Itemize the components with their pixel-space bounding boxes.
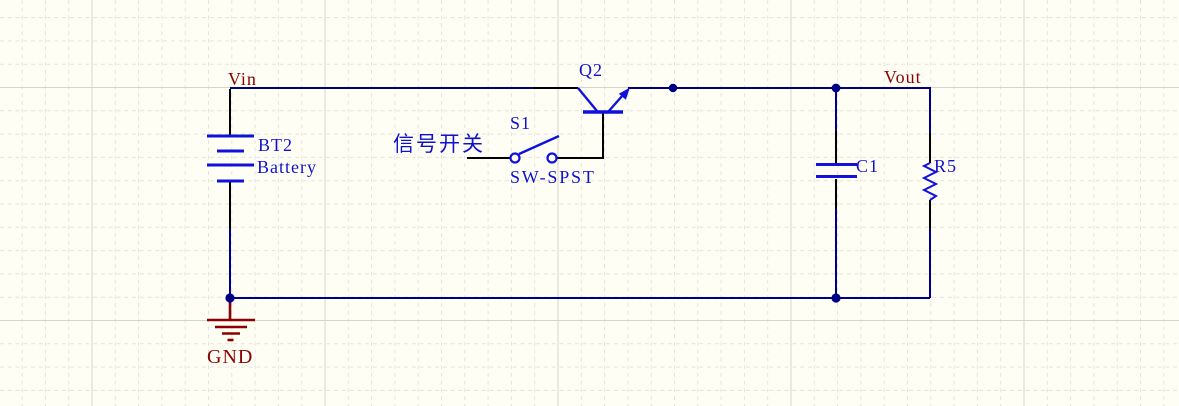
battery-symbol[interactable]: [207, 134, 254, 183]
battery-comment[interactable]: Battery: [257, 157, 317, 177]
switch-designator[interactable]: S1: [510, 113, 532, 133]
junction-dot-gnd: [225, 293, 235, 303]
transistor-collector-diag[interactable]: [577, 87, 598, 112]
switch-terminal-left[interactable]: [509, 152, 521, 164]
transistor-base-pin[interactable]: [556, 113, 604, 159]
ground-symbol[interactable]: [207, 300, 255, 342]
capacitor-symbol[interactable]: [816, 163, 857, 178]
transistor-symbol[interactable]: [577, 87, 630, 114]
switch-terminal-right[interactable]: [546, 152, 558, 164]
resistor-designator[interactable]: R5: [934, 156, 958, 176]
net-label-vin[interactable]: Vin: [228, 69, 257, 89]
transistor-emitter-line[interactable]: [607, 94, 624, 113]
resistor-symbol[interactable]: [921, 162, 939, 201]
junction-dot-c1-top: [831, 83, 841, 93]
resistor-zigzag[interactable]: [921, 162, 939, 201]
junction-dot-emitter: [668, 83, 678, 93]
junction-dot-c1-bottom: [831, 293, 841, 303]
switch-symbol[interactable]: [509, 134, 560, 164]
switch-comment[interactable]: SW-SPST: [510, 167, 596, 187]
wire-vout-top[interactable]: [628, 87, 931, 133]
switch-annotation[interactable]: 信号开关: [393, 132, 485, 156]
transistor-designator[interactable]: Q2: [579, 60, 603, 80]
switch-lever[interactable]: [518, 134, 560, 156]
net-label-gnd[interactable]: GND: [207, 346, 254, 368]
transistor-emitter-arrow[interactable]: [618, 87, 630, 100]
net-label-vout[interactable]: Vout: [884, 67, 922, 87]
battery-designator[interactable]: BT2: [258, 135, 294, 155]
capacitor-designator[interactable]: C1: [856, 156, 880, 176]
